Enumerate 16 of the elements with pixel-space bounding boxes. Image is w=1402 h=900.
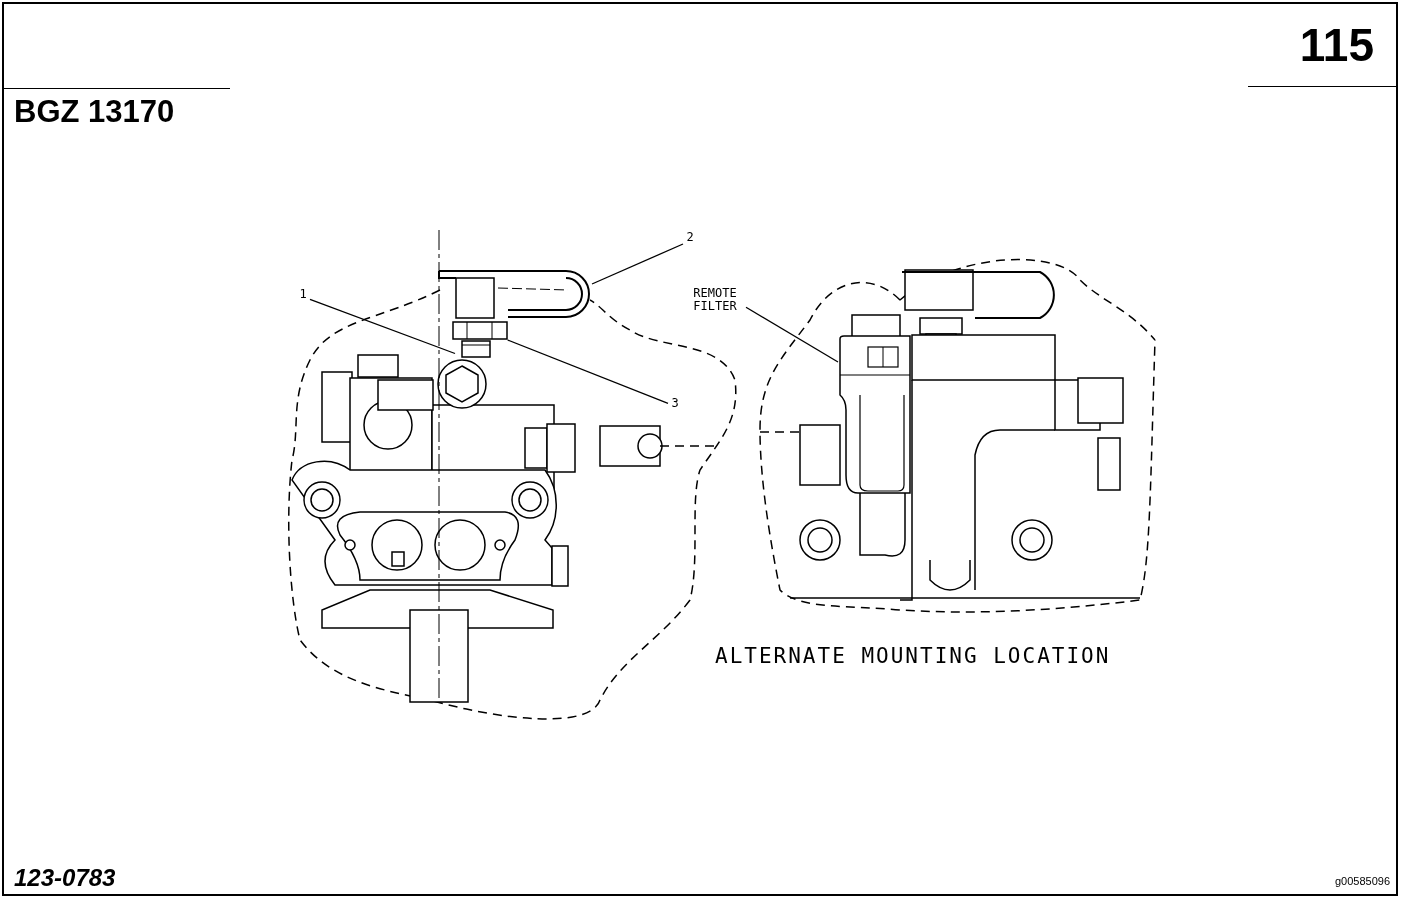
callout-number: 1: [296, 288, 310, 301]
filter-part-drawing: [452, 321, 508, 340]
drawing-number: BGZ 13170: [14, 96, 175, 127]
part-number: 123-0783: [14, 866, 116, 890]
figure-id: g00585096: [1334, 876, 1390, 887]
view-caption: ALTERNATE MOUNTING LOCATION: [715, 646, 1111, 667]
page-number: 115: [1299, 22, 1374, 68]
callout-label: REMOTE FILTER: [684, 287, 746, 313]
leader-line: [309, 298, 456, 355]
leader-line: [507, 339, 669, 405]
leader-line: [745, 306, 839, 363]
leader-line: [591, 243, 684, 285]
filter-part-drawing: [838, 335, 912, 495]
callout-number: 3: [668, 397, 682, 410]
filter-part-drawing: [438, 268, 592, 320]
callout-number: 2: [683, 231, 697, 244]
